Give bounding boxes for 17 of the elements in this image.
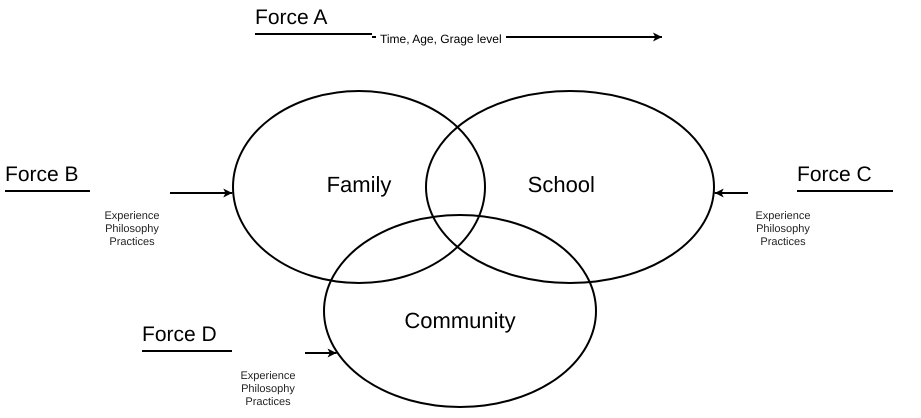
force-description: Experience Philosophy Practices xyxy=(103,210,161,249)
force-description: Experience Philosophy Practices xyxy=(754,210,812,249)
venn-circle xyxy=(425,90,715,284)
arrow xyxy=(714,188,748,198)
circle-label: School xyxy=(528,172,595,198)
force-heading: Force B xyxy=(5,160,90,192)
arrow xyxy=(170,188,232,198)
force-heading: Force C xyxy=(797,160,893,192)
force-heading: Force A xyxy=(255,3,372,35)
force-description: Experience Philosophy Practices xyxy=(239,370,297,409)
circle-label: Community xyxy=(404,308,516,334)
arrow xyxy=(305,348,336,358)
force-heading: Force D xyxy=(142,320,232,352)
venn-circle xyxy=(323,214,597,408)
venn-circle xyxy=(232,90,486,284)
circle-label: Family xyxy=(326,172,392,198)
edge-label: Time, Age, Grage level xyxy=(376,32,506,46)
